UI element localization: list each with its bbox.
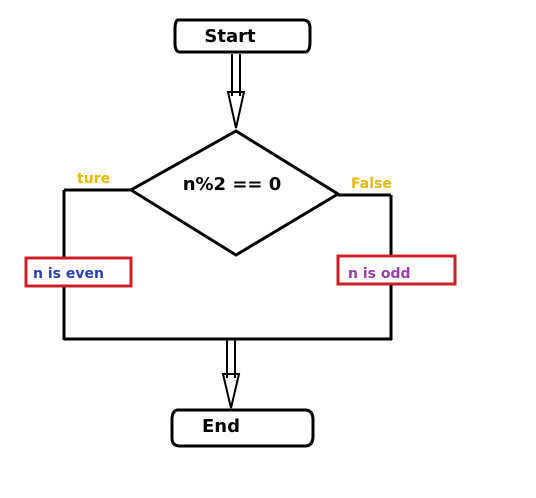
odd-box-text: n is odd (348, 266, 411, 282)
even-box: n is even (24, 256, 133, 288)
true-branch-label: ture (77, 171, 110, 187)
start-node: Start (173, 18, 312, 54)
start-shape (173, 18, 312, 54)
arrow-start-to-decision (226, 54, 246, 129)
decision-node: n%2 == 0 (128, 129, 341, 257)
end-node: End (170, 408, 315, 448)
odd-box: n is odd (336, 254, 457, 286)
even-box-text: n is even (33, 266, 104, 282)
end-shape (170, 408, 315, 448)
end-label: End (202, 416, 240, 437)
start-label: Start (204, 26, 256, 47)
arrow-merge-to-end (221, 340, 241, 409)
false-branch-label: False (351, 176, 392, 192)
decision-condition: n%2 == 0 (183, 174, 282, 195)
decision-shape (128, 129, 341, 257)
